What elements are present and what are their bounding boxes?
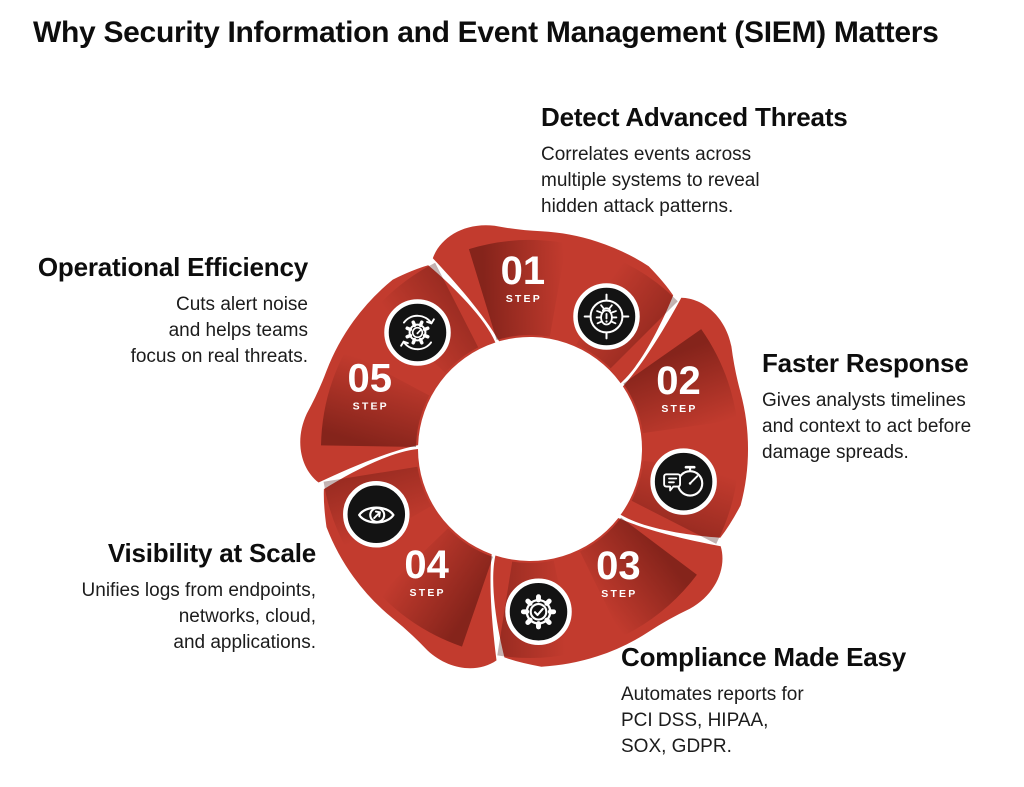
callout-heading: Detect Advanced Threats <box>541 102 848 132</box>
step-number: 05 <box>348 356 393 400</box>
step-label: STEP <box>353 400 389 412</box>
ring-segment-head-shadow <box>623 329 737 434</box>
callout-body-line: Unifies logs from endpoints, <box>81 580 316 601</box>
gear-check-icon <box>505 578 572 646</box>
callout-body-line: networks, cloud, <box>178 606 316 627</box>
icon-badge-circle <box>343 481 410 548</box>
callout-body-line: hidden attack patterns. <box>541 196 734 217</box>
icon-glyph <box>358 506 395 524</box>
gear-sync-icon <box>384 299 451 366</box>
step-number: 02 <box>656 359 701 403</box>
ring-segment-head-shadow <box>321 350 430 447</box>
callout-heading: Operational Efficiency <box>37 252 308 282</box>
callout-body-line: and context to act before <box>762 416 972 437</box>
step-label: STEP <box>661 403 697 415</box>
page-title: Why Security Information and Event Manag… <box>33 16 939 49</box>
callout-body-line: Automates reports for <box>621 684 804 705</box>
callout-operational-efficiency: Operational Efficiency Cuts alert noise … <box>38 252 308 370</box>
step-number: 01 <box>501 249 546 293</box>
icon-glyph <box>520 594 557 630</box>
callout-compliance-made-easy: Compliance Made Easy Automates reports f… <box>621 642 906 760</box>
callout-heading: Visibility at Scale <box>107 538 316 568</box>
icon-badge-circle <box>650 448 717 515</box>
callout-visibility-at-scale: Visibility at Scale Unifies logs from en… <box>81 538 317 656</box>
step-label: STEP <box>410 587 446 599</box>
step-number: 04 <box>404 543 449 587</box>
callout-body-line: focus on real threats. <box>130 346 308 367</box>
icon-glyph <box>663 465 704 497</box>
ring-segment-head-shadow <box>580 517 697 637</box>
icon-glyph <box>400 314 435 351</box>
step-label: STEP <box>506 293 542 305</box>
icon-badge-circle <box>505 578 572 646</box>
callout-faster-response: Faster Response Gives analysts timelines… <box>762 348 971 466</box>
callout-body-line: SOX, GDPR. <box>621 736 732 757</box>
ring-segment-head-shadow <box>379 528 493 647</box>
callout-body-line: multiple systems to reveal <box>541 170 760 191</box>
callout-detect-advanced-threats: Detect Advanced Threats Correlates event… <box>541 102 848 220</box>
callout-body-line: Gives analysts timelines <box>762 390 966 411</box>
callout-body-line: damage spreads. <box>762 442 909 463</box>
callout-body-line: PCI DSS, HIPAA, <box>621 710 769 731</box>
callout-body-line: Cuts alert noise <box>175 294 308 315</box>
bug-target-icon <box>573 283 640 350</box>
icon-glyph <box>583 293 630 340</box>
callout-heading: Faster Response <box>762 348 969 378</box>
callout-body-line: and helps teams <box>168 320 308 341</box>
eye-arrow-icon <box>343 481 410 548</box>
callout-heading: Compliance Made Easy <box>621 642 906 672</box>
callout-body-line: and applications. <box>173 632 316 653</box>
step-label: STEP <box>601 588 637 600</box>
ring-segment-head-shadow <box>468 240 567 340</box>
callout-body-line: Correlates events across <box>541 144 752 165</box>
stopwatch-chat-icon <box>650 448 717 515</box>
step-number: 03 <box>596 544 641 588</box>
